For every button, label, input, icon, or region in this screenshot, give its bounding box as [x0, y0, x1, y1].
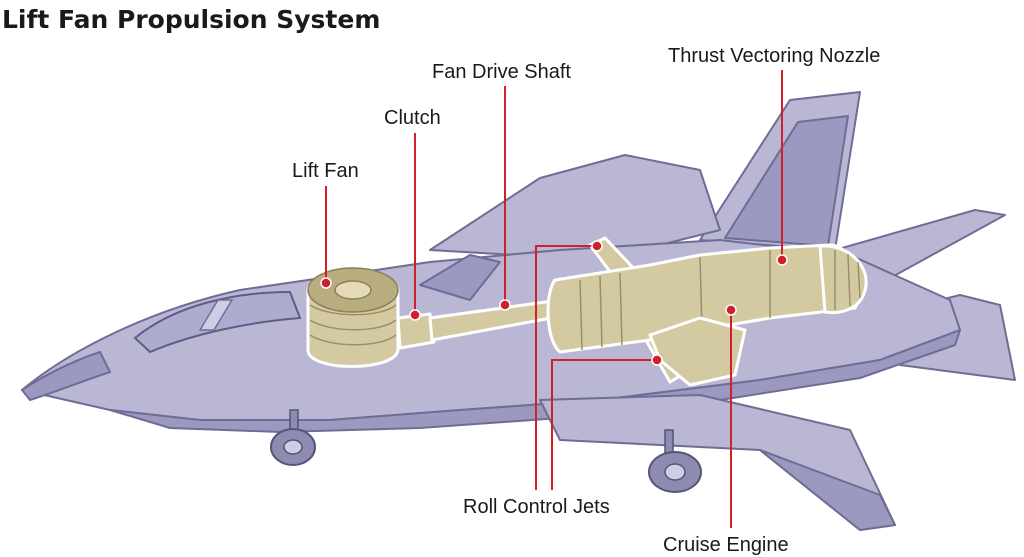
cruise-engine-dot — [725, 304, 737, 316]
fan-drive-shaft-dot — [499, 299, 511, 311]
canopy-frame — [198, 299, 234, 331]
roll-jets-dot-lower — [651, 354, 663, 366]
clutch-dot — [409, 309, 421, 321]
nose-cone — [21, 351, 111, 401]
nozzle-dot — [776, 254, 788, 266]
roll-jets-dot-upper — [591, 240, 603, 252]
label-lift-fan: Lift Fan — [292, 160, 359, 182]
lift-fan-bands — [309, 304, 397, 346]
landing-gear — [270, 409, 702, 493]
nozzle-petals — [834, 250, 861, 310]
label-thrust-vectoring-nozzle: Thrust Vectoring Nozzle — [668, 45, 880, 67]
label-roll-control-jets: Roll Control Jets — [463, 496, 610, 518]
label-cruise-engine: Cruise Engine — [663, 534, 789, 556]
lower-wing-tip — [759, 449, 896, 531]
roll-jets-leader-upper — [535, 245, 597, 490]
cruise-engine-rings — [579, 250, 771, 351]
main-wheel-hub — [664, 463, 686, 481]
air-intake — [419, 254, 501, 301]
callouts — [320, 70, 788, 528]
diagram-title: Lift Fan Propulsion System — [2, 5, 380, 34]
label-fan-drive-shaft: Fan Drive Shaft — [432, 61, 571, 83]
lift-fan-hub — [334, 280, 372, 300]
roll-jets-leader-lower — [551, 359, 657, 490]
label-clutch: Clutch — [384, 107, 441, 129]
lift-fan-dot — [320, 277, 332, 289]
nose-wheel-hub — [283, 439, 303, 455]
thrust-vectoring-nozzle-ring — [818, 244, 868, 315]
propulsion-system — [306, 236, 868, 387]
vertical-tail-upper-panel — [724, 115, 849, 247]
